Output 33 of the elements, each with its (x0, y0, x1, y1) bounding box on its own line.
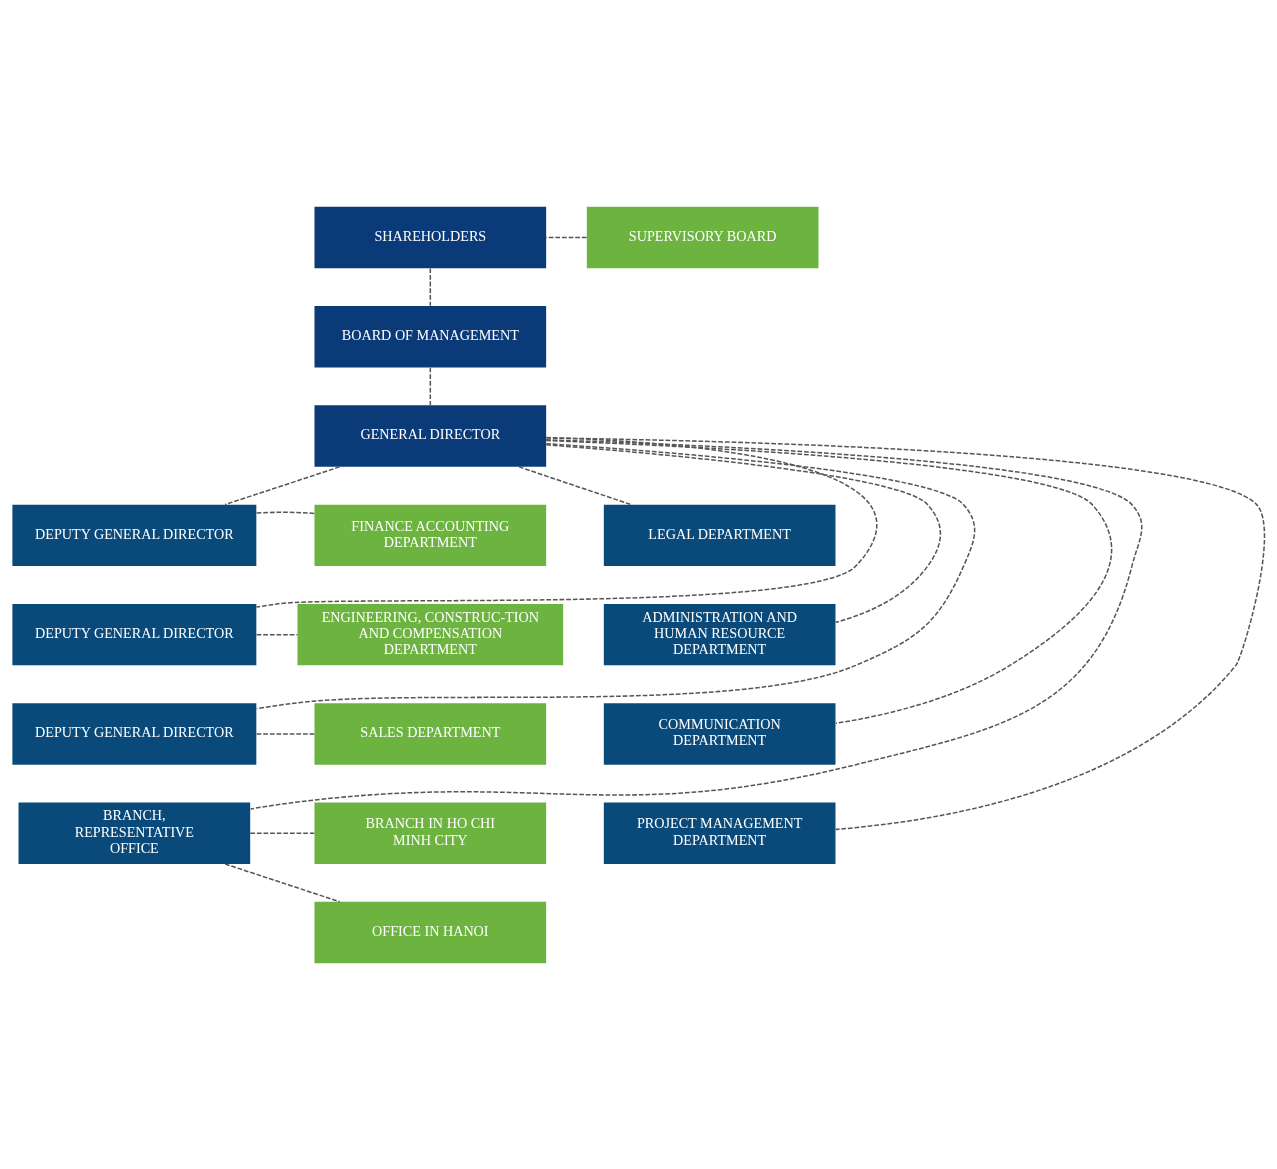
connector (518, 465, 632, 505)
node-box: BOARD OF MANAGEMENT (314, 305, 547, 367)
node-box: FINANCE ACCOUNTING DEPARTMENT (314, 504, 547, 566)
connector (255, 442, 976, 709)
connector (255, 436, 878, 608)
connector (249, 438, 1143, 810)
connector (545, 236, 588, 238)
connector (255, 732, 316, 735)
connector (224, 465, 341, 505)
connector (255, 633, 299, 635)
node-box: DEPUTY GENERAL DIRECTOR (12, 603, 257, 665)
node-box: PROJECT MANAGEMENT DEPARTMENT (603, 802, 836, 864)
node-box: LEGAL DEPARTMENT (603, 504, 836, 566)
connector (429, 366, 432, 406)
node-box: SHAREHOLDERS (314, 206, 547, 268)
connector (249, 831, 315, 834)
connector (545, 443, 942, 623)
node-box: COMMUNICATION DEPARTMENT (603, 702, 836, 765)
node-box: BRANCH, REPRESENTATIVE OFFICE (18, 802, 251, 864)
node-box: ADMINISTRATION AND HUMAN RESOURCE DEPARTMENT (603, 603, 836, 665)
connector (545, 436, 1266, 830)
node-box: SUPERVISORY BOARD (586, 206, 819, 268)
node-box: OFFICE IN HANOI (314, 901, 547, 963)
node-box: DEPUTY GENERAL DIRECTOR (12, 504, 257, 566)
node-box: SALES DEPARTMENT (314, 702, 547, 765)
node-box: BRANCH IN HO CHI MINH CITY (314, 802, 547, 864)
connector (429, 267, 432, 306)
node-box: GENERAL DIRECTOR (314, 404, 547, 467)
connector (545, 439, 1113, 724)
connector (255, 511, 316, 514)
node-box: DEPUTY GENERAL DIRECTOR (12, 702, 257, 765)
connector (224, 862, 341, 902)
node-box: ENGINEERING, CONSTRUC-TION AND COMPENSATION DEPARTMENT (297, 603, 564, 665)
